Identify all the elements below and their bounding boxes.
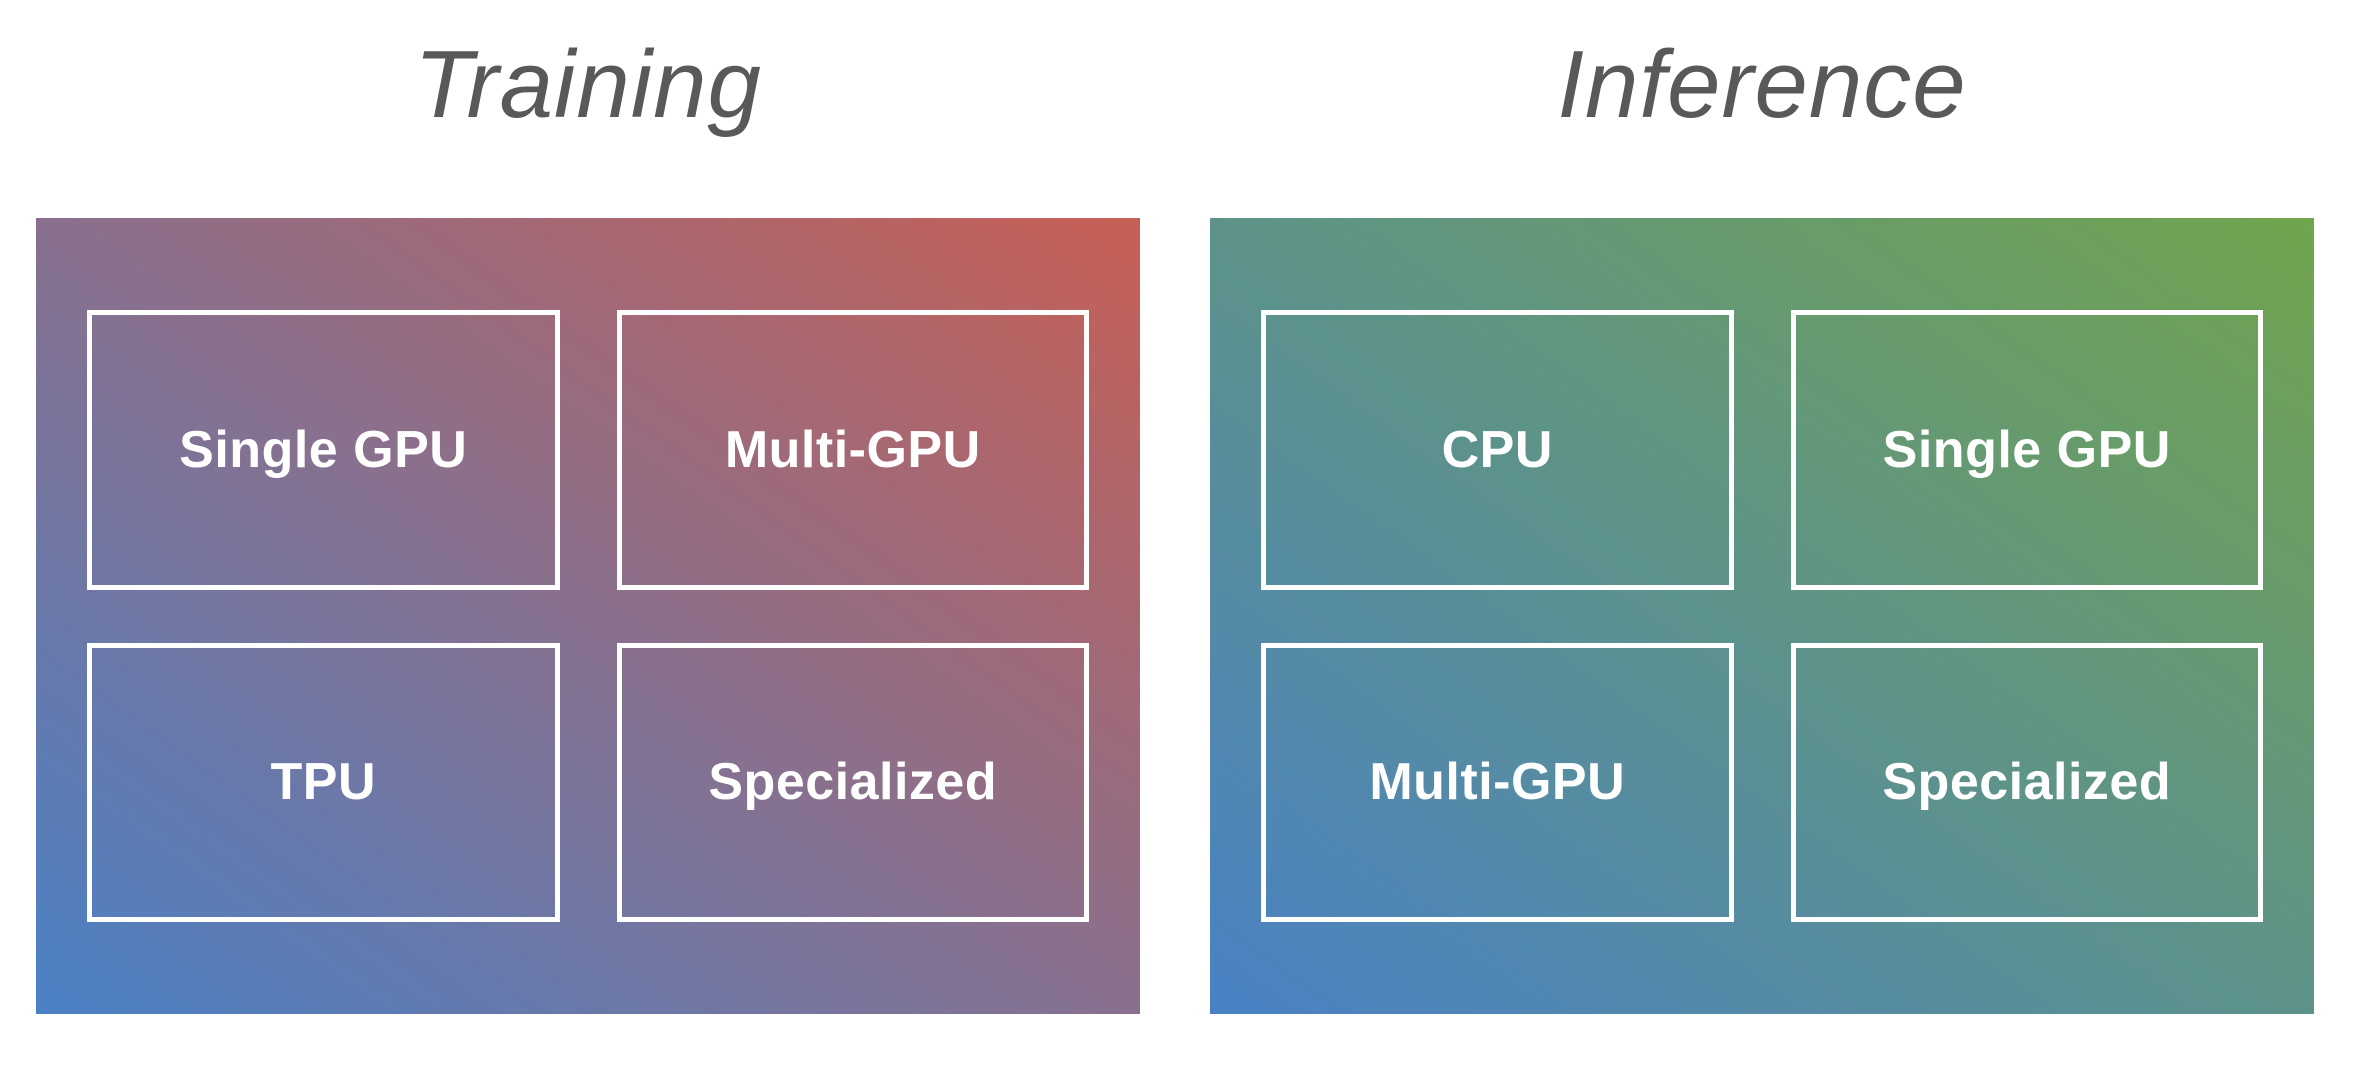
- box-single-gpu: Single GPU: [87, 310, 560, 590]
- inference-panel: CPU Single GPU Multi-GPU Specialized: [1210, 218, 2314, 1014]
- box-tpu-label: TPU: [270, 753, 376, 812]
- box-specialized-label: Specialized: [708, 753, 998, 812]
- training-column: Training Single GPU Multi-GPU TPU Specia…: [36, 30, 1140, 1014]
- box-multi-gpu-label: Multi-GPU: [724, 421, 981, 480]
- inference-column: Inference CPU Single GPU Multi-GPU Speci…: [1210, 30, 2314, 1014]
- box-single-gpu-label: Single GPU: [179, 421, 468, 480]
- training-title: Training: [414, 31, 762, 138]
- box-specialized: Specialized: [1790, 642, 2263, 922]
- box-multi-gpu-label: Multi-GPU: [1369, 753, 1626, 812]
- box-multi-gpu: Multi-GPU: [1261, 642, 1734, 922]
- box-cpu: CPU: [1261, 310, 1734, 590]
- box-specialized-label: Specialized: [1882, 753, 2172, 812]
- box-tpu: TPU: [87, 642, 560, 922]
- box-single-gpu: Single GPU: [1790, 310, 2263, 590]
- box-multi-gpu: Multi-GPU: [616, 310, 1089, 590]
- box-cpu-label: CPU: [1441, 421, 1553, 480]
- inference-title: Inference: [1557, 31, 1967, 138]
- box-specialized: Specialized: [616, 642, 1089, 922]
- training-panel: Single GPU Multi-GPU TPU Specialized: [36, 218, 1140, 1014]
- box-single-gpu-label: Single GPU: [1882, 421, 2171, 480]
